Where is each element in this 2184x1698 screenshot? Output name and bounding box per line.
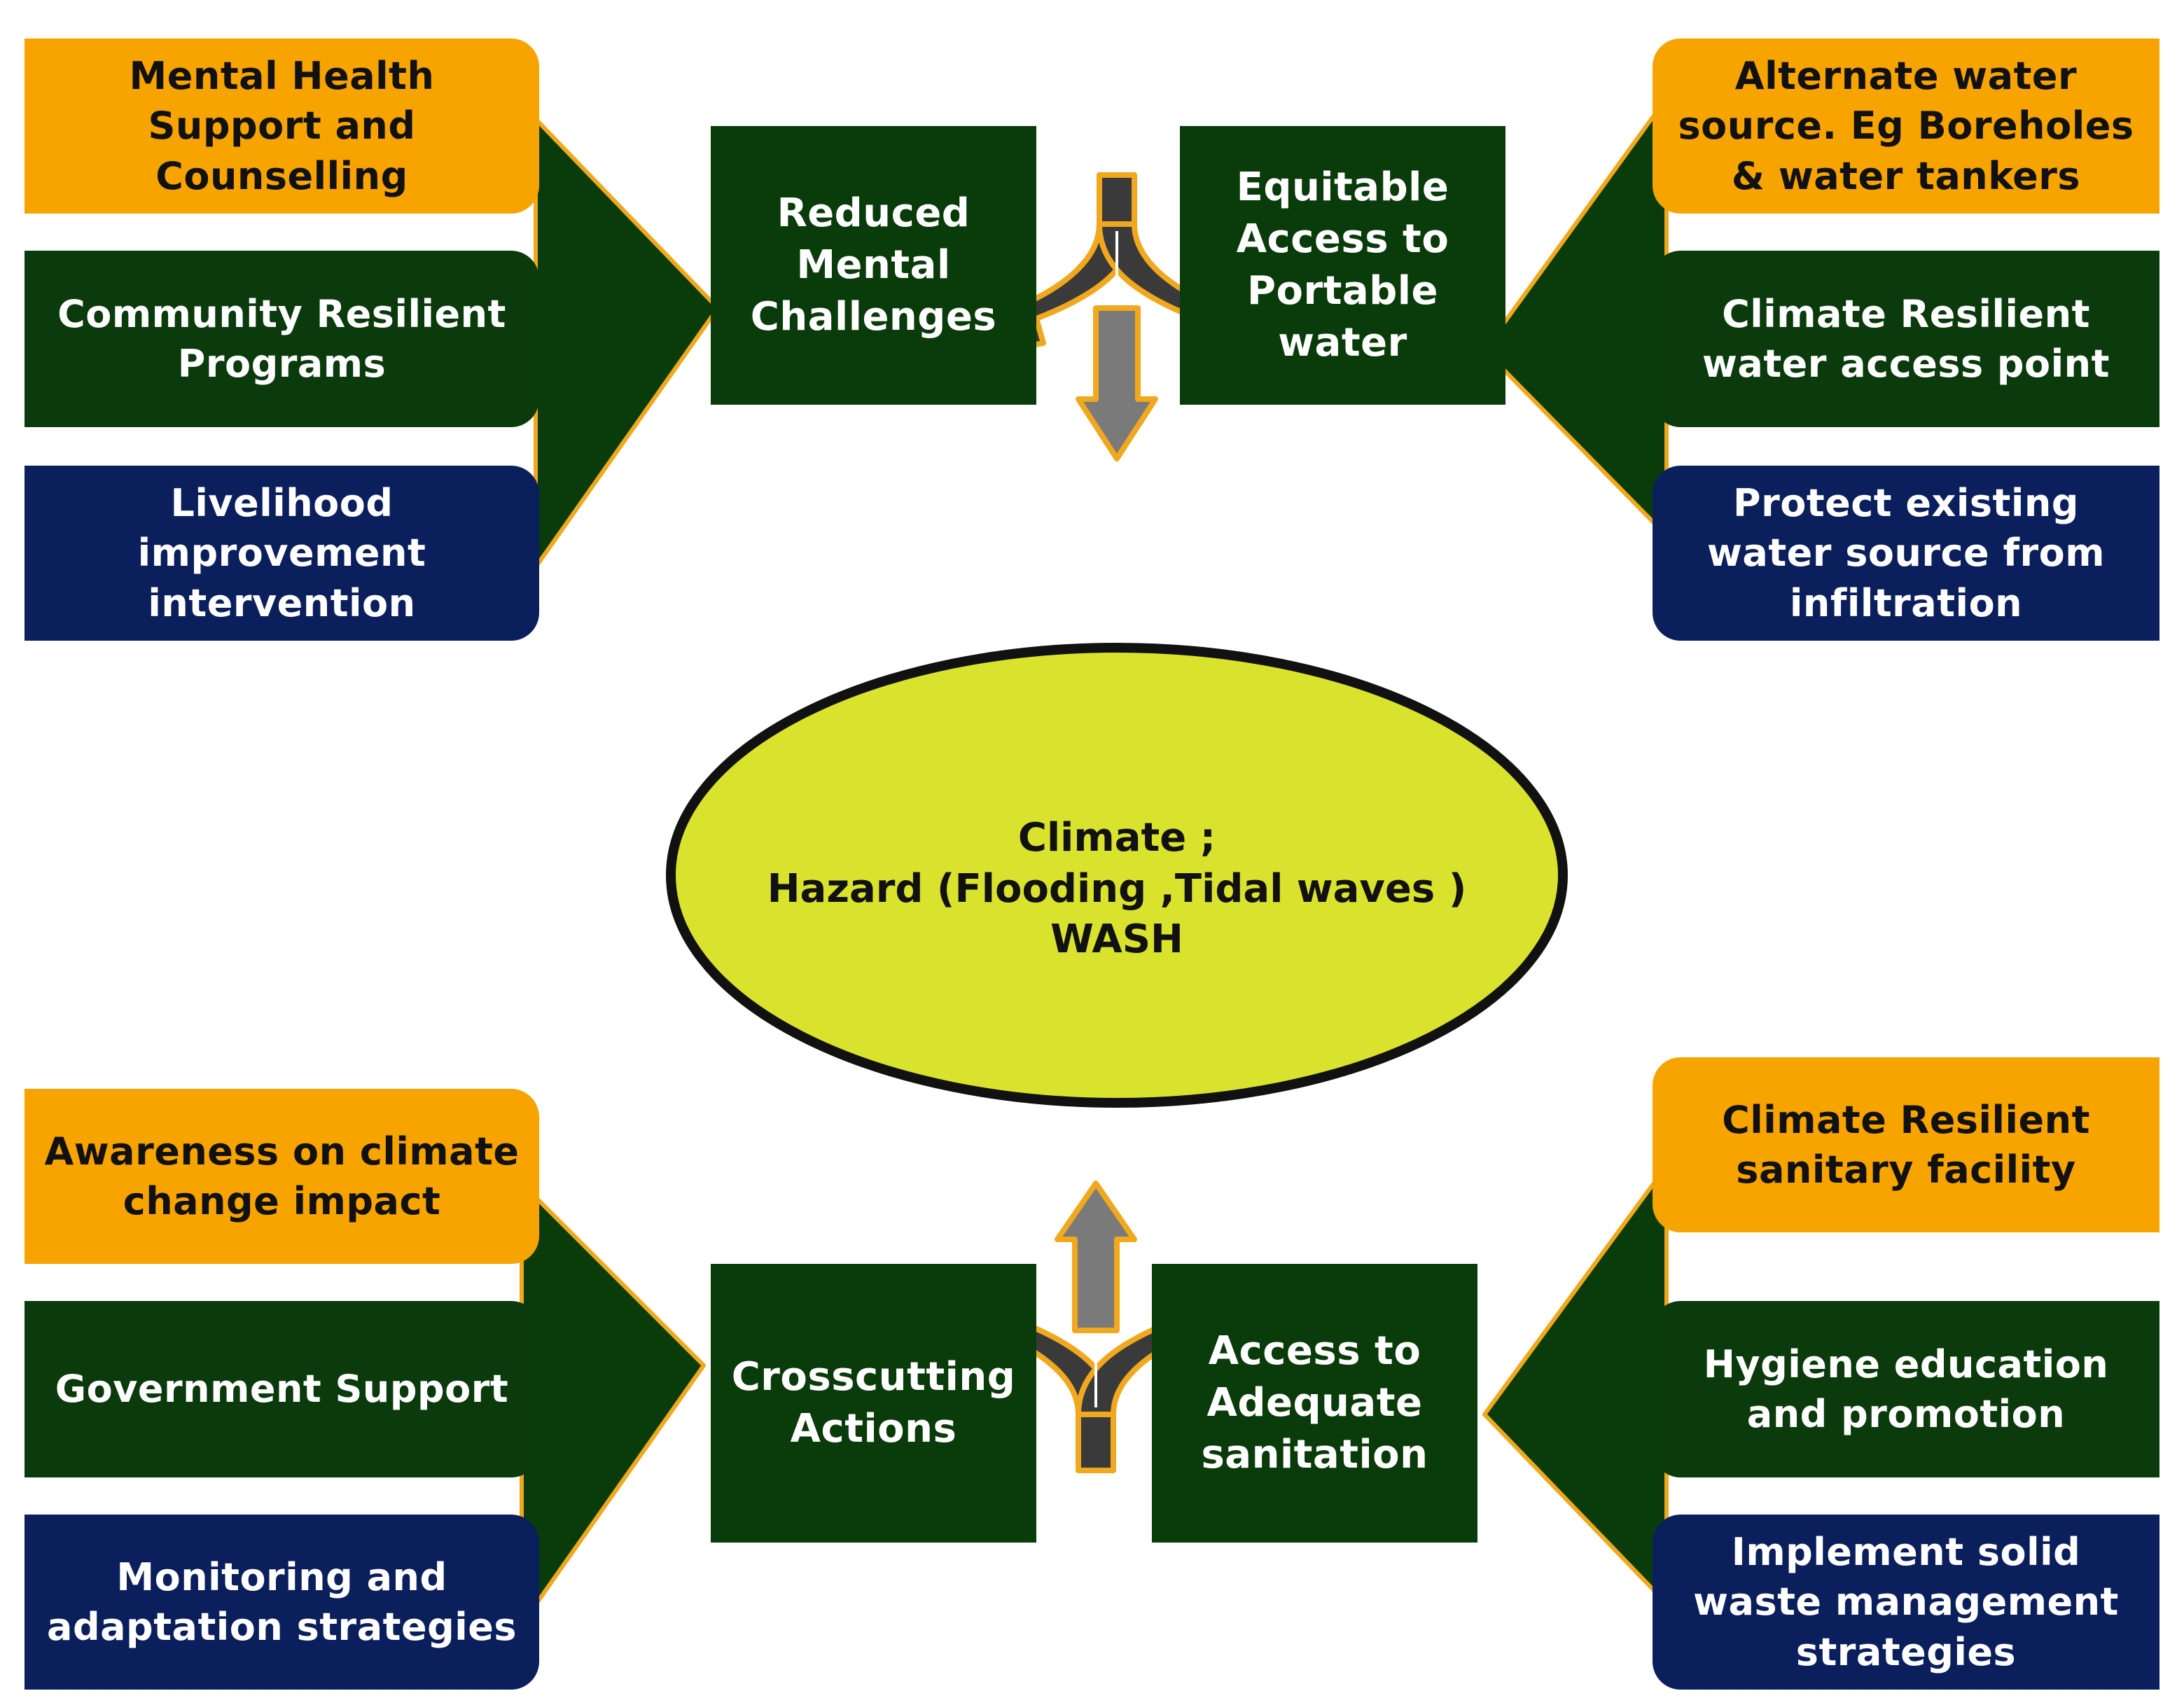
hygiene-education-label: Hygiene education and promotion	[1703, 1342, 2109, 1436]
livelihood-improvement-label: Livelihood improvement intervention	[137, 481, 426, 625]
mental-health-support-box: Mental Health Support and Counselling	[25, 39, 539, 214]
community-resilient-programs-box: Community Resilient Programs	[25, 251, 539, 427]
equitable-access-water-label: Equitable Access to Portable water	[1236, 165, 1449, 366]
adequate-sanitation-label: Access to Adequate sanitation	[1201, 1328, 1428, 1477]
crosscutting-actions-box: Crosscutting Actions	[711, 1264, 1036, 1543]
equitable-access-water-box: Equitable Access to Portable water	[1180, 126, 1505, 405]
mental-health-support-label: Mental Health Support and Counselling	[129, 54, 435, 198]
top-right-chevron	[1482, 96, 1669, 538]
climate-hazard-label: Climate ; Hazard (Flooding ,Tidal waves …	[672, 791, 1562, 987]
climate-resilient-water-access-label: Climate Resilient water access point	[1702, 291, 2110, 386]
community-resilient-programs-label: Community Resilient Programs	[57, 291, 506, 386]
government-support-box: Government Support	[25, 1301, 539, 1477]
climate-resilient-sanitary-label: Climate Resilient sanitary facility	[1722, 1097, 2090, 1192]
climate-resilient-water-access-box: Climate Resilient water access point	[1653, 251, 2159, 427]
climate-resilient-sanitary-box: Climate Resilient sanitary facility	[1653, 1057, 2159, 1232]
crosscutting-actions-label: Crosscutting Actions	[731, 1354, 1016, 1452]
hygiene-education-box: Hygiene education and promotion	[1653, 1301, 2159, 1477]
solid-waste-management-box: Implement solid waste management strateg…	[1653, 1515, 2159, 1690]
bottom-left-chevron	[520, 1181, 706, 1627]
awareness-climate-change-label: Awareness on climate change impact	[44, 1129, 520, 1223]
alternate-water-source-box: Alternate water source. Eg Boreholes & w…	[1653, 39, 2159, 214]
top-left-chevron	[534, 117, 720, 569]
awareness-climate-change-box: Awareness on climate change impact	[25, 1089, 539, 1264]
climate-hazard-ellipse	[666, 643, 1568, 1108]
monitoring-adaptation-label: Monitoring and adaptation strategies	[47, 1554, 517, 1649]
climate-line: Climate ;	[1017, 814, 1216, 861]
adequate-sanitation-box: Access to Adequate sanitation	[1152, 1264, 1477, 1543]
bottom-right-chevron	[1482, 1164, 1669, 1606]
protect-water-source-box: Protect existing water source from infil…	[1653, 466, 2159, 641]
government-support-label: Government Support	[55, 1367, 509, 1412]
protect-water-source-label: Protect existing water source from infil…	[1707, 481, 2105, 625]
solid-waste-management-label: Implement solid waste management strateg…	[1693, 1530, 2119, 1674]
monitoring-adaptation-box: Monitoring and adaptation strategies	[25, 1515, 539, 1690]
alternate-water-source-label: Alternate water source. Eg Boreholes & w…	[1678, 54, 2134, 198]
reduced-mental-challenges-box: Reduced Mental Challenges	[711, 126, 1036, 405]
hazard-line: Hazard (Flooding ,Tidal waves )	[767, 865, 1467, 912]
livelihood-improvement-box: Livelihood improvement intervention	[25, 466, 539, 641]
wash-line: WASH	[1050, 917, 1183, 963]
reduced-mental-challenges-label: Reduced Mental Challenges	[750, 190, 997, 340]
